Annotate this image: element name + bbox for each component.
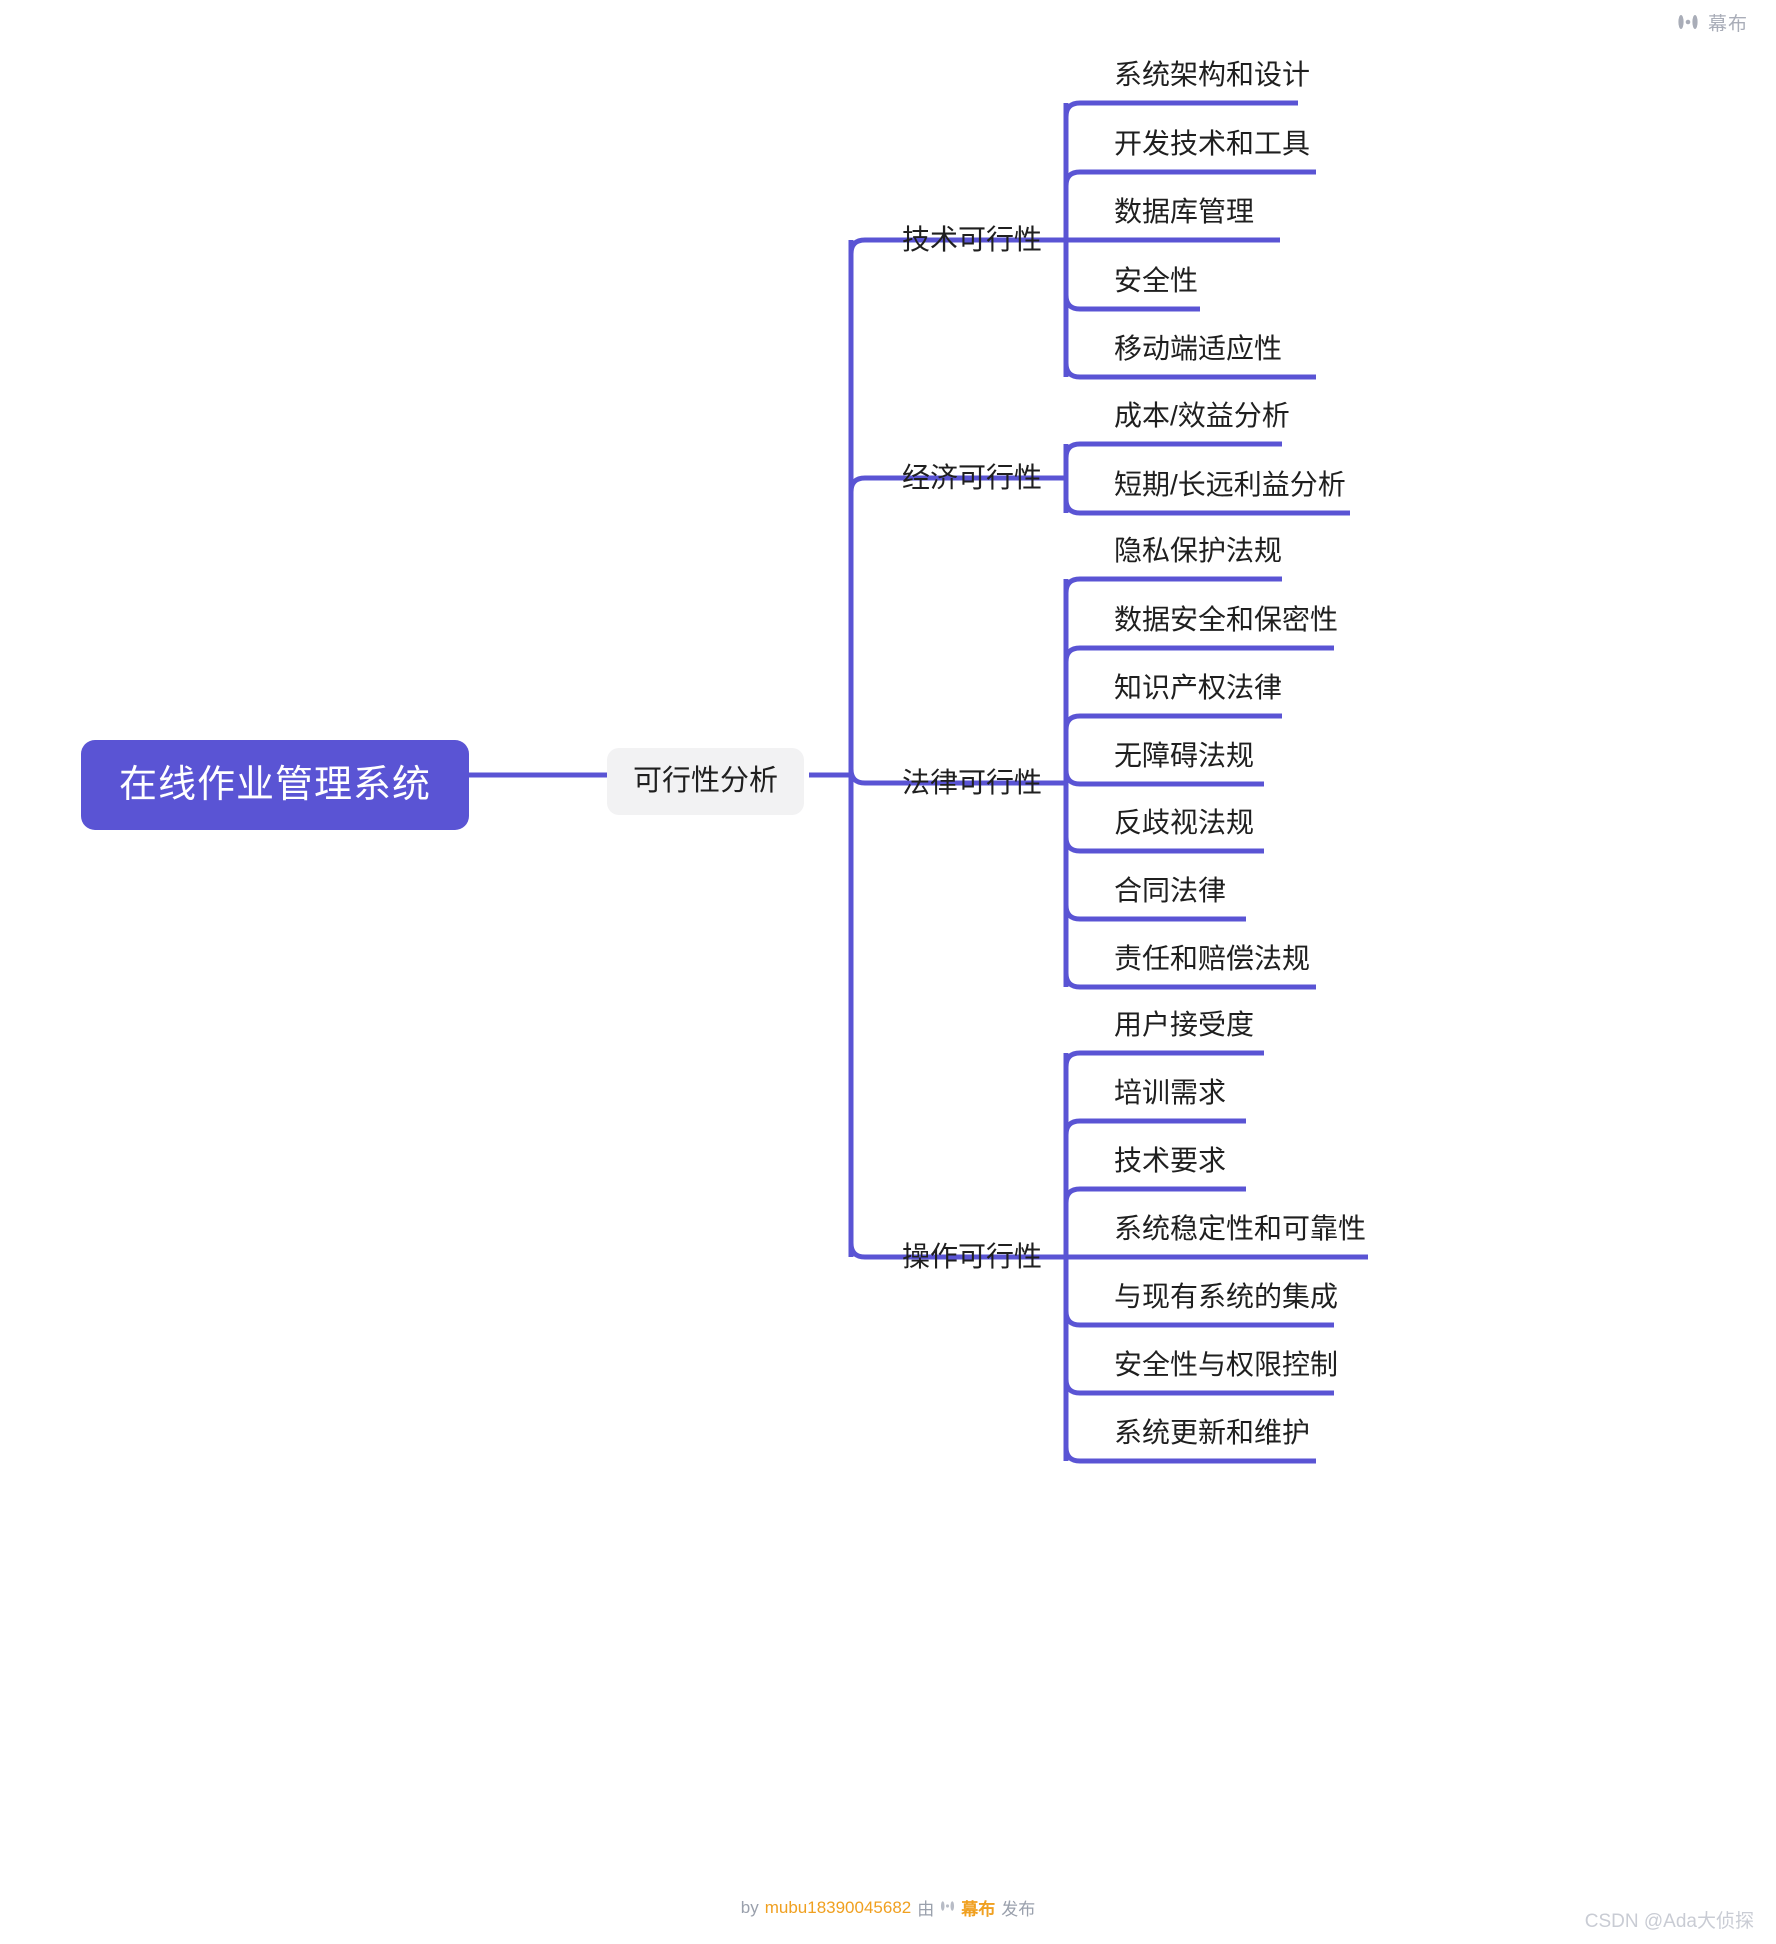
connector-branch-3-elbow <box>848 1242 1066 1260</box>
connector-leaf-2-3 <box>1063 769 1264 787</box>
leaf-node-4-6[interactable]: 安全性与权限控制 <box>1114 1349 1339 1380</box>
leaf-node-1-4[interactable]: 安全性 <box>1114 265 1199 296</box>
branch-node-2[interactable]: 经济可行性 <box>901 462 1042 493</box>
mubu-brand-logo: 幕布 <box>1677 12 1748 36</box>
mubu-dumbbell-icon <box>1677 12 1699 36</box>
mubu-dumbbell-icon <box>940 1898 955 1918</box>
connector-branch-0-elbow <box>848 237 1066 255</box>
mubu-brand-text: 幕布 <box>1707 13 1748 35</box>
leaf-node-1-1[interactable]: 系统架构和设计 <box>1114 59 1311 90</box>
connector-leaf-2-6 <box>1063 972 1316 990</box>
connector-branch-1-elbow <box>848 475 1066 493</box>
connector-leaf-3-6 <box>1063 1446 1316 1464</box>
connector-leaf-2-4 <box>1063 836 1264 854</box>
leaf-node-4-5[interactable]: 与现有系统的集成 <box>1114 1281 1339 1312</box>
connector-leaf-2-0 <box>1063 576 1282 594</box>
csdn-watermark: CSDN @Ada大侦探 <box>1584 1911 1754 1932</box>
connector-leaf-0-0 <box>1063 100 1298 118</box>
footer-mubu-name: 幕布 <box>961 1900 996 1919</box>
connector-leaf-0-1 <box>1063 169 1316 187</box>
leaf-node-3-5[interactable]: 反歧视法规 <box>1114 807 1255 838</box>
footer-suffix: 发布 <box>1001 1900 1036 1919</box>
leaf-node-1-2[interactable]: 开发技术和工具 <box>1114 128 1311 159</box>
leaf-node-1-5[interactable]: 移动端适应性 <box>1114 333 1283 364</box>
leaf-node-3-1[interactable]: 隐私保护法规 <box>1114 535 1283 566</box>
leaf-node-4-3[interactable]: 技术要求 <box>1114 1145 1227 1176</box>
connector-leaf-3-0 <box>1063 1050 1264 1068</box>
connector-leaf-3-1 <box>1063 1118 1246 1136</box>
connector-leaf-2-5 <box>1063 904 1246 922</box>
footer-username: mubu18390045682 <box>764 1897 912 1917</box>
leaf-node-3-2[interactable]: 数据安全和保密性 <box>1114 604 1339 635</box>
branch-node-3[interactable]: 法律可行性 <box>901 767 1042 798</box>
connector-leaf-3-4 <box>1063 1310 1334 1328</box>
leaf-node-4-4[interactable]: 系统稳定性和可靠性 <box>1114 1213 1367 1244</box>
leaf-node-3-3[interactable]: 知识产权法律 <box>1114 672 1283 703</box>
branch-node-1[interactable]: 技术可行性 <box>901 224 1042 255</box>
leaf-node-4-2[interactable]: 培训需求 <box>1114 1077 1227 1108</box>
connector-group <box>461 100 1368 1464</box>
connector-leaf-0-4 <box>1063 362 1316 380</box>
connector-leaf-2-1 <box>1063 645 1334 663</box>
leaf-node-2-1[interactable]: 成本/效益分析 <box>1114 400 1290 431</box>
connector-leaf-1-1 <box>1063 498 1350 516</box>
connector-leaf-2-2 <box>1063 713 1282 731</box>
root-node[interactable]: 在线作业管理系统 <box>81 740 470 830</box>
footer-credit: by mubu18390045682 由 幕布 发布 <box>0 1895 1776 1920</box>
leaf-node-2-2[interactable]: 短期/长远利益分析 <box>1114 469 1346 500</box>
connector-leaf-1-0 <box>1063 441 1282 459</box>
leaf-node-3-6[interactable]: 合同法律 <box>1114 875 1227 906</box>
footer-prefix: by <box>740 1897 759 1917</box>
connector-leaf-0-3 <box>1063 294 1200 312</box>
leaf-node-3-4[interactable]: 无障碍法规 <box>1114 740 1255 771</box>
connector-leaf-3-2 <box>1063 1186 1246 1204</box>
branch-node-4[interactable]: 操作可行性 <box>901 1241 1042 1272</box>
leaf-node-3-7[interactable]: 责任和赔偿法规 <box>1114 943 1311 974</box>
leaf-node-4-7[interactable]: 系统更新和维护 <box>1114 1417 1311 1448</box>
connector-leaf-3-5 <box>1063 1378 1334 1396</box>
level2-node-feasibility-analysis[interactable]: 可行性分析 <box>607 748 805 815</box>
leaf-node-1-3[interactable]: 数据库管理 <box>1114 196 1255 227</box>
leaf-node-4-1[interactable]: 用户接受度 <box>1114 1009 1255 1040</box>
footer-middle: 由 <box>917 1900 935 1919</box>
connector-branch-2-elbow <box>848 768 1066 786</box>
